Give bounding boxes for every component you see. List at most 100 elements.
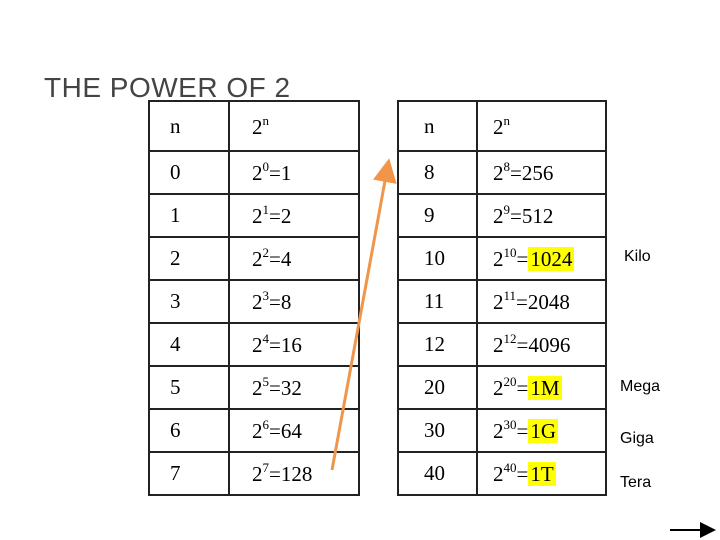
power-exponent: 3 bbox=[262, 288, 270, 303]
power-base: 2 bbox=[493, 204, 504, 228]
power-result: =32 bbox=[269, 376, 302, 400]
power-exponent: 1 bbox=[262, 202, 270, 217]
n-cell: 9 bbox=[397, 193, 478, 238]
power-exponent: 5 bbox=[262, 374, 270, 389]
power-cell: 220=1M bbox=[476, 365, 607, 410]
power-cell: 23=8 bbox=[228, 279, 360, 324]
power-cell: 212=4096 bbox=[476, 322, 607, 367]
power-base: 2 bbox=[493, 290, 504, 314]
power-exponent: 10 bbox=[503, 245, 517, 260]
power-exponent: 8 bbox=[503, 159, 511, 174]
power-result: =128 bbox=[269, 462, 313, 486]
power-cell: 20=1 bbox=[228, 150, 360, 195]
n-cell: 6 bbox=[148, 408, 230, 453]
n-cell: 12 bbox=[397, 322, 478, 367]
equals-sign: = bbox=[516, 462, 529, 486]
equals-sign: = bbox=[510, 204, 522, 228]
n-cell: 1 bbox=[148, 193, 230, 238]
power-exponent: 7 bbox=[262, 460, 270, 475]
equals-sign: = bbox=[516, 376, 529, 400]
header-n: n bbox=[148, 100, 230, 152]
power-base: 2 bbox=[493, 333, 504, 357]
power-exponent: 9 bbox=[503, 202, 511, 217]
unit-label-kilo: Kilo bbox=[624, 248, 651, 265]
power-base: 2 bbox=[252, 419, 263, 443]
power-result: =16 bbox=[269, 333, 302, 357]
n-cell: 0 bbox=[148, 150, 230, 195]
equals-sign: = bbox=[516, 333, 529, 357]
power-result: =8 bbox=[269, 290, 292, 314]
power-result: =2 bbox=[269, 204, 292, 228]
n-cell: 4 bbox=[148, 322, 230, 367]
power-cell: 27=128 bbox=[228, 451, 360, 496]
header-power: 2n bbox=[476, 100, 607, 152]
power-cell: 25=32 bbox=[228, 365, 360, 410]
power-base: 2 bbox=[252, 290, 263, 314]
power-base: 2 bbox=[252, 462, 263, 486]
n-cell: 7 bbox=[148, 451, 230, 496]
power-base: 2 bbox=[493, 247, 504, 271]
header-exponent: n bbox=[262, 112, 270, 128]
n-cell: 30 bbox=[397, 408, 478, 453]
power-base: 2 bbox=[493, 419, 504, 443]
power-exponent: 4 bbox=[262, 331, 270, 346]
unit-label-tera: Tera bbox=[620, 474, 652, 491]
power-cell: 211=2048 bbox=[476, 279, 607, 324]
power-exponent: 11 bbox=[503, 288, 517, 303]
power-value: 1M bbox=[528, 376, 562, 400]
n-cell: 8 bbox=[397, 150, 478, 195]
power-value: 1T bbox=[528, 462, 556, 486]
power-cell: 22=4 bbox=[228, 236, 360, 281]
power-cell: 21=2 bbox=[228, 193, 360, 238]
n-cell: 10 bbox=[397, 236, 478, 281]
n-cell: 11 bbox=[397, 279, 478, 324]
power-result: =64 bbox=[269, 419, 302, 443]
power-exponent: 0 bbox=[262, 159, 270, 174]
power-value: 1024 bbox=[528, 247, 575, 271]
equals-sign: = bbox=[510, 161, 522, 185]
power-base: 2 bbox=[252, 333, 263, 357]
power-cell: 240=1T bbox=[476, 451, 607, 496]
power-value: 2048 bbox=[527, 290, 570, 314]
n-cell: 2 bbox=[148, 236, 230, 281]
power-exponent: 6 bbox=[262, 417, 270, 432]
power-cell: 210=1024 bbox=[476, 236, 607, 281]
equals-sign: = bbox=[516, 247, 529, 271]
power-result: =1 bbox=[269, 161, 292, 185]
header-base: 2 bbox=[252, 114, 263, 139]
power-exponent: 2 bbox=[262, 245, 270, 260]
power-base: 2 bbox=[493, 376, 504, 400]
n-cell: 3 bbox=[148, 279, 230, 324]
power-base: 2 bbox=[252, 376, 263, 400]
power-value: 512 bbox=[521, 204, 554, 228]
power-base: 2 bbox=[493, 161, 504, 185]
header-exponent: n bbox=[503, 112, 511, 128]
power-result: =4 bbox=[269, 247, 292, 271]
power-base: 2 bbox=[252, 204, 263, 228]
power-cell: 28=256 bbox=[476, 150, 607, 195]
n-cell: 20 bbox=[397, 365, 478, 410]
power-exponent: 20 bbox=[503, 374, 517, 389]
power-cell: 24=16 bbox=[228, 322, 360, 367]
power-exponent: 40 bbox=[503, 460, 517, 475]
continue-arrow bbox=[330, 158, 397, 471]
power-exponent: 12 bbox=[503, 331, 517, 346]
power-exponent: 30 bbox=[503, 417, 517, 432]
power-base: 2 bbox=[252, 247, 263, 271]
header-power: 2n bbox=[228, 100, 360, 152]
